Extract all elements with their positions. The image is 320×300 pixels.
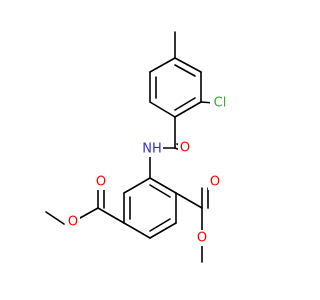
atom-label-cl: Cl xyxy=(214,96,227,111)
bond xyxy=(123,177,151,194)
ester-carbonyl-oxygen-left: O xyxy=(94,174,108,190)
ester-ether-oxygen-left: O xyxy=(66,214,80,230)
amide-nitrogen-atom: NH xyxy=(141,141,163,157)
atom-label-o: O xyxy=(197,231,207,246)
bond xyxy=(174,57,202,73)
bond xyxy=(175,192,203,209)
bond xyxy=(149,218,171,232)
atom-label-o: O xyxy=(96,175,106,190)
chemical-structure-diagram: Cl O NH O O O O xyxy=(45,31,230,263)
bond xyxy=(174,101,202,118)
atom-labels: Cl O NH O O O O xyxy=(66,95,230,246)
bond xyxy=(149,57,176,73)
bond xyxy=(174,64,196,77)
bond xyxy=(149,177,177,194)
bonds xyxy=(45,31,215,263)
bond xyxy=(97,207,125,224)
atom-label-nh: NH xyxy=(142,142,162,157)
bond xyxy=(123,222,151,239)
bond xyxy=(174,97,196,111)
bond xyxy=(149,101,176,118)
ester-ether-oxygen-right: O xyxy=(195,230,209,246)
atom-label-o: O xyxy=(68,215,78,230)
ester-carbonyl-oxygen-right: O xyxy=(208,174,222,190)
carbonyl-oxygen-atom: O xyxy=(178,140,192,156)
bond xyxy=(79,207,99,219)
atom-label-o: O xyxy=(210,175,220,190)
chlorine-atom: Cl xyxy=(210,95,230,111)
bond xyxy=(149,222,177,239)
bond xyxy=(45,211,65,225)
atom-label-o: O xyxy=(180,141,190,156)
bond xyxy=(149,184,171,198)
